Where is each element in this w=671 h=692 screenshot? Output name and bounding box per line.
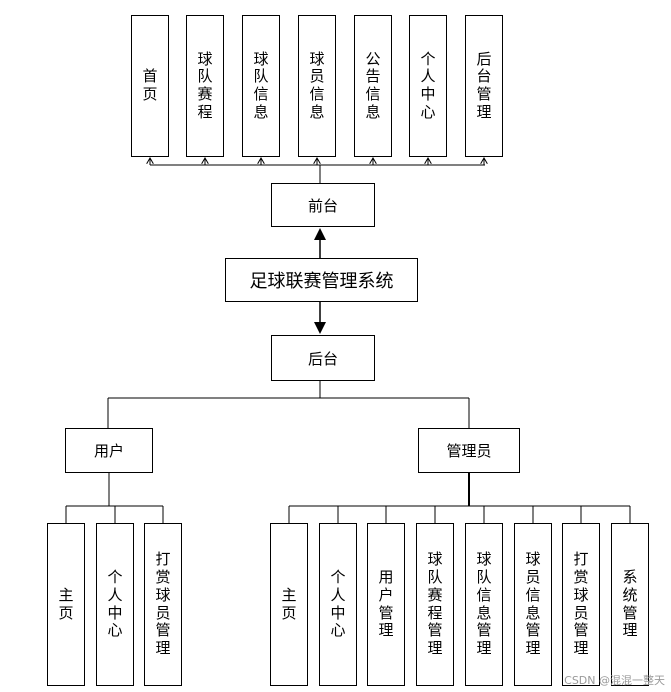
admin-item-label: 球队赛程管理 bbox=[427, 550, 443, 657]
frontend-item-team-schedule: 球队赛程 bbox=[186, 15, 224, 157]
frontend-item-label: 球队信息 bbox=[253, 49, 269, 121]
user-node: 用户 bbox=[65, 428, 153, 473]
admin-item-label: 系统管理 bbox=[622, 568, 638, 640]
admin-item-team-schedule-management: 球队赛程管理 bbox=[416, 523, 454, 686]
frontend-item-label: 首页 bbox=[142, 67, 158, 103]
admin-item-label: 个人中心 bbox=[330, 568, 346, 640]
admin-node-label: 管理员 bbox=[446, 442, 492, 460]
frontend-node-label: 前台 bbox=[307, 196, 338, 215]
frontend-item-label: 球员信息 bbox=[309, 49, 325, 121]
frontend-node: 前台 bbox=[271, 183, 375, 227]
watermark: CSDN @混混一整天 bbox=[564, 674, 665, 687]
admin-item-personal-center: 个人中心 bbox=[319, 523, 357, 686]
admin-item-label: 用户管理 bbox=[378, 568, 394, 640]
system-root-node: 足球联赛管理系统 bbox=[225, 258, 418, 302]
frontend-item-team-info: 球队信息 bbox=[242, 15, 280, 157]
admin-item-label: 主页 bbox=[281, 585, 297, 622]
frontend-item-announcement: 公告信息 bbox=[354, 15, 392, 157]
admin-item-tip-player-management: 打赏球员管理 bbox=[562, 523, 600, 686]
frontend-item-label: 球队赛程 bbox=[197, 49, 213, 121]
user-item-label: 主页 bbox=[58, 585, 74, 622]
admin-item-home: 主页 bbox=[270, 523, 308, 686]
user-item-label: 打赏球员管理 bbox=[155, 550, 171, 657]
frontend-item-admin: 后台管理 bbox=[465, 15, 503, 157]
admin-node: 管理员 bbox=[418, 428, 520, 473]
admin-item-system-management: 系统管理 bbox=[611, 523, 649, 686]
user-item-label: 个人中心 bbox=[107, 568, 123, 640]
backend-node-label: 后台 bbox=[307, 349, 338, 368]
user-item-home: 主页 bbox=[47, 523, 85, 686]
system-title: 足球联赛管理系统 bbox=[249, 271, 394, 292]
admin-item-label: 球队信息管理 bbox=[476, 550, 492, 657]
frontend-item-home: 首页 bbox=[131, 15, 169, 157]
admin-item-team-info-management: 球队信息管理 bbox=[465, 523, 503, 686]
frontend-item-label: 后台管理 bbox=[476, 49, 492, 121]
frontend-item-label: 个人中心 bbox=[420, 49, 436, 121]
admin-item-player-info-management: 球员信息管理 bbox=[514, 523, 552, 686]
backend-node: 后台 bbox=[271, 335, 375, 381]
user-item-tip-player-management: 打赏球员管理 bbox=[144, 523, 182, 686]
frontend-item-label: 公告信息 bbox=[365, 49, 381, 121]
user-item-personal-center: 个人中心 bbox=[96, 523, 134, 686]
admin-item-user-management: 用户管理 bbox=[367, 523, 405, 686]
admin-item-label: 球员信息管理 bbox=[525, 550, 541, 657]
frontend-item-player-info: 球员信息 bbox=[298, 15, 336, 157]
admin-item-label: 打赏球员管理 bbox=[573, 550, 589, 657]
frontend-item-personal-center: 个人中心 bbox=[409, 15, 447, 157]
user-node-label: 用户 bbox=[93, 442, 124, 460]
